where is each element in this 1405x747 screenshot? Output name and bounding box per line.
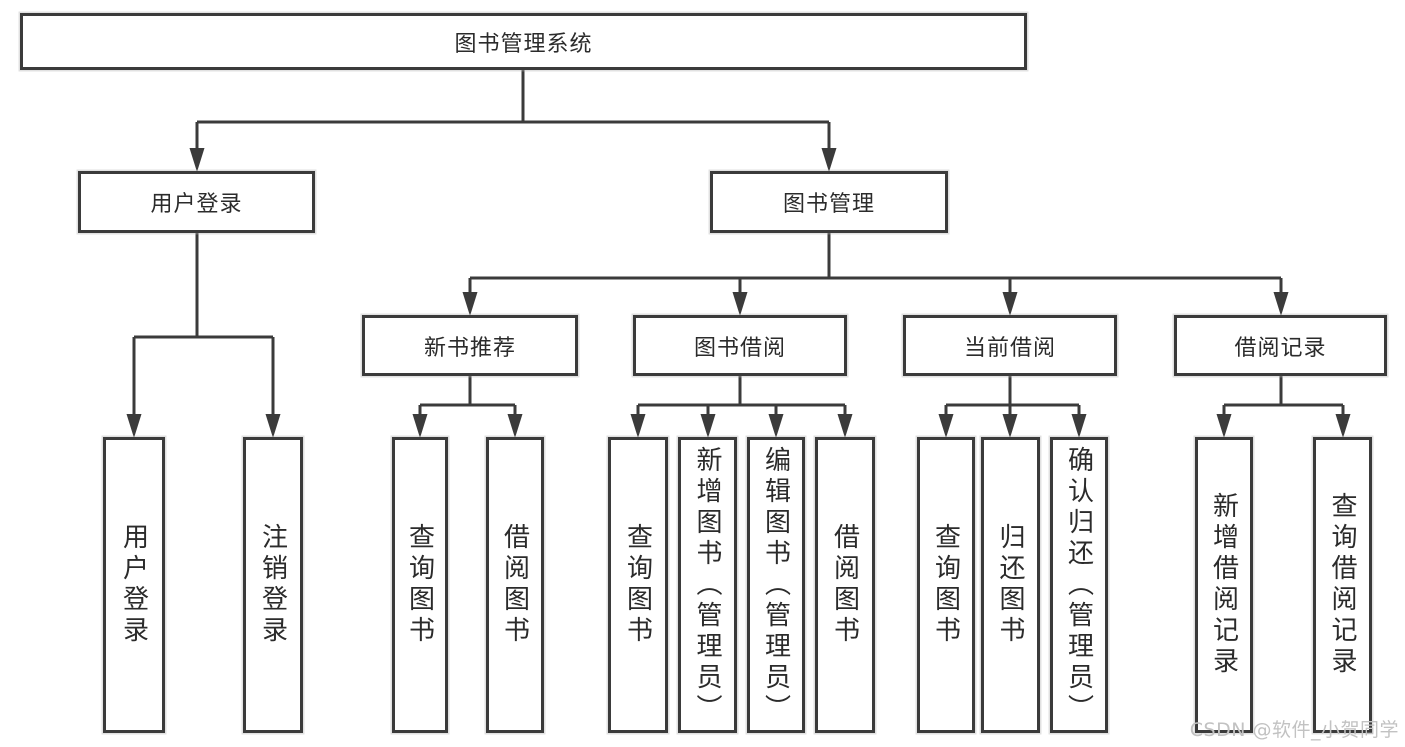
node-new-book-recommend: 新书推荐 (362, 315, 578, 376)
leaf-newbooks-query-books: 查询图书 (392, 437, 448, 733)
node-current-borrow-label: 当前借阅 (963, 335, 1056, 361)
csdn-watermark: CSDN @软件_小贺同学 (1189, 719, 1399, 741)
node-book-management-label: 图书管理 (782, 192, 875, 217)
node-book-borrow-label: 图书借阅 (693, 335, 786, 361)
node-root-system: 图书管理系统 (20, 13, 1027, 70)
leaf-current-return-books-label: 归还图书 (995, 523, 1025, 647)
leaf-borrow-add-books-admin: 新增图书（管理员） (678, 437, 737, 733)
connector-bookmgmt-to-level3 (462, 233, 1289, 316)
connector-borrowrecords-to-leaves (1216, 376, 1351, 438)
node-new-book-recommend-label: 新书推荐 (423, 335, 516, 361)
leaf-borrow-borrow-books: 借阅图书 (815, 437, 875, 733)
leaf-user-login-label: 用户登录 (118, 523, 149, 647)
node-borrow-records-label: 借阅记录 (1234, 335, 1327, 361)
leaf-user-login: 用户登录 (103, 437, 165, 733)
node-borrow-records: 借阅记录 (1174, 315, 1387, 376)
leaf-logout-label: 注销登录 (257, 523, 288, 647)
leaf-records-add-record: 新增借阅记录 (1195, 437, 1253, 733)
leaf-borrow-add-books-admin-label: 新增图书（管理员） (692, 445, 722, 725)
connector-currentborrow-to-leaves (938, 376, 1087, 438)
connector-root-to-level2 (189, 70, 837, 172)
leaf-current-confirm-return-admin-label: 确认归还（管理员） (1063, 445, 1094, 725)
node-user-login: 用户登录 (78, 171, 315, 233)
node-current-borrow: 当前借阅 (903, 315, 1117, 376)
leaf-borrow-query-books: 查询图书 (608, 437, 668, 733)
leaf-current-query-books-label: 查询图书 (930, 523, 961, 647)
leaf-newbooks-borrow-books-label: 借阅图书 (499, 523, 530, 647)
leaf-current-return-books: 归还图书 (981, 437, 1040, 733)
leaf-current-confirm-return-admin: 确认归还（管理员） (1050, 437, 1108, 733)
leaf-borrow-borrow-books-label: 借阅图书 (829, 523, 860, 647)
connector-newbooks-to-leaves (412, 376, 523, 438)
leaf-logout: 注销登录 (243, 437, 303, 733)
connector-bookborrow-to-leaves (630, 376, 853, 438)
node-user-login-label: 用户登录 (150, 192, 243, 217)
leaf-newbooks-borrow-books: 借阅图书 (486, 437, 544, 733)
leaf-records-query-record: 查询借阅记录 (1313, 437, 1372, 733)
node-root-label: 图书管理系统 (454, 31, 593, 57)
leaf-borrow-edit-books-admin-label: 编辑图书（管理员） (760, 445, 791, 725)
node-book-borrow: 图书借阅 (633, 315, 847, 376)
leaf-newbooks-query-books-label: 查询图书 (404, 523, 435, 647)
leaf-borrow-edit-books-admin: 编辑图书（管理员） (747, 437, 805, 733)
node-book-management: 图书管理 (710, 171, 948, 233)
leaf-borrow-query-books-label: 查询图书 (622, 523, 653, 647)
leaf-current-query-books: 查询图书 (917, 437, 975, 733)
leaf-records-query-record-label: 查询借阅记录 (1327, 492, 1357, 678)
leaf-records-add-record-label: 新增借阅记录 (1208, 492, 1239, 678)
connector-userlogin-to-leaves (126, 233, 281, 438)
